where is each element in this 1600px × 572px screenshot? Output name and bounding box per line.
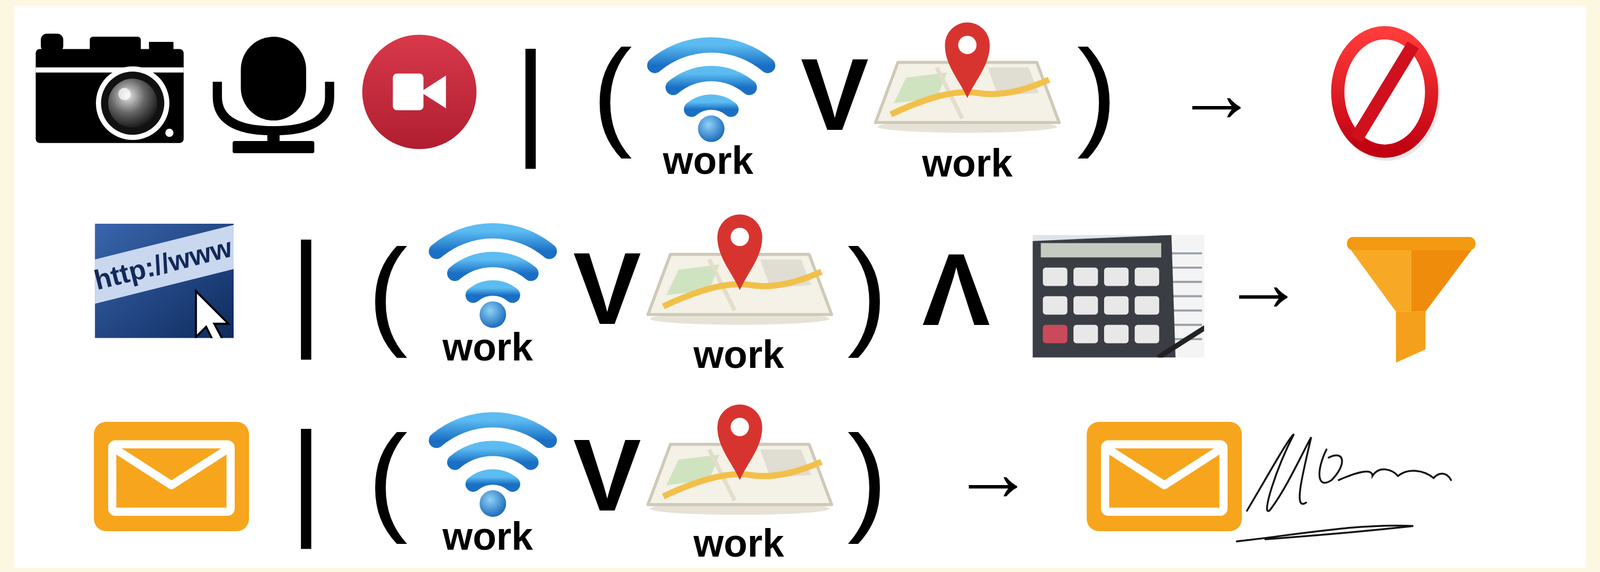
- parenthesis: ): [1077, 31, 1118, 153]
- calc-background: [1032, 234, 1205, 358]
- web-icon: [94, 223, 234, 339]
- calc-key: [1073, 324, 1098, 344]
- funnel-right: [1411, 250, 1472, 312]
- map-icon: [647, 214, 832, 325]
- signature: [1236, 433, 1451, 541]
- mic-cradle: [217, 81, 330, 131]
- filter-funnel: [1346, 236, 1476, 363]
- mail-icon: [1086, 421, 1242, 531]
- calc-display: [1041, 243, 1162, 258]
- camera-dot: [165, 128, 174, 137]
- calc-key-clear: [1042, 324, 1068, 344]
- calc-key: [1134, 267, 1160, 287]
- mic-stem: [267, 128, 280, 144]
- wifi-icon: [436, 419, 550, 517]
- calc-pen: [1158, 326, 1205, 358]
- funnel-left: [1350, 250, 1412, 312]
- sign-slash: [1356, 45, 1414, 139]
- camera-stripe: [35, 67, 184, 73]
- camera-icon: [35, 33, 184, 144]
- map-icon: [647, 404, 832, 515]
- camera-body: [35, 48, 184, 143]
- context-label: work: [693, 334, 785, 374]
- divider-bar: |: [513, 33, 548, 162]
- calc-key: [1134, 296, 1160, 315]
- context-label: work: [693, 523, 785, 563]
- context-label: work: [662, 140, 754, 180]
- calc-key: [1042, 296, 1068, 315]
- calc-key: [1104, 296, 1129, 315]
- video-circle: [362, 34, 477, 150]
- context-label: work: [442, 327, 533, 367]
- calculator-icon: [1032, 234, 1205, 358]
- camera-glass: [108, 78, 157, 128]
- parenthesis: (: [367, 416, 408, 537]
- or-operator: V: [573, 423, 642, 527]
- implication-arrow: →: [952, 431, 1034, 514]
- parenthesis: (: [592, 31, 633, 153]
- parenthesis: ): [847, 416, 888, 537]
- signature-stroke: [1338, 468, 1452, 480]
- calc-key: [1042, 267, 1068, 287]
- implication-arrow: →: [1175, 52, 1258, 135]
- mic-capsule: [241, 36, 307, 121]
- parenthesis: (: [367, 230, 408, 351]
- camera-glint: [118, 87, 131, 101]
- calc-key: [1134, 324, 1160, 344]
- parenthesis: ): [847, 230, 888, 351]
- video-body: [393, 73, 424, 111]
- mic-base: [232, 140, 315, 154]
- funnel-spout: [1396, 311, 1426, 363]
- calc-key: [1073, 267, 1098, 287]
- web-address-bar: [94, 223, 234, 306]
- calc-key: [1104, 324, 1129, 344]
- calc-keys: [1042, 267, 1160, 344]
- mail-icon: [93, 421, 250, 531]
- wifi-icon: [654, 45, 768, 142]
- wifi-icon: [436, 230, 550, 328]
- video-lens: [420, 75, 447, 109]
- web-cursor: [196, 290, 229, 339]
- forbidden-sign: [1337, 32, 1434, 155]
- sign-ring: [1337, 32, 1432, 152]
- or-operator: V: [573, 236, 642, 340]
- signature-stroke: [1236, 525, 1413, 541]
- map-icon: [875, 22, 1060, 133]
- and-operator: Λ: [921, 237, 990, 341]
- context-label: work: [921, 144, 1013, 183]
- signature-stroke: [1319, 449, 1342, 483]
- video-icon: [362, 34, 477, 150]
- context-label: work: [442, 516, 533, 556]
- divider-bar: |: [289, 412, 324, 541]
- panel: [14, 6, 1586, 568]
- calc-key: [1104, 267, 1129, 287]
- funnel-rim: [1346, 236, 1476, 251]
- calc-key: [1073, 296, 1098, 315]
- calc-body: [1032, 234, 1176, 358]
- implication-arrow: →: [1222, 242, 1304, 324]
- microphone-icon: [217, 36, 330, 154]
- divider-bar: |: [289, 224, 324, 352]
- camera-lens: [101, 71, 165, 135]
- camera-lens-ring: [95, 66, 170, 140]
- or-operator: V: [800, 42, 869, 146]
- signature-stroke: [1247, 433, 1312, 511]
